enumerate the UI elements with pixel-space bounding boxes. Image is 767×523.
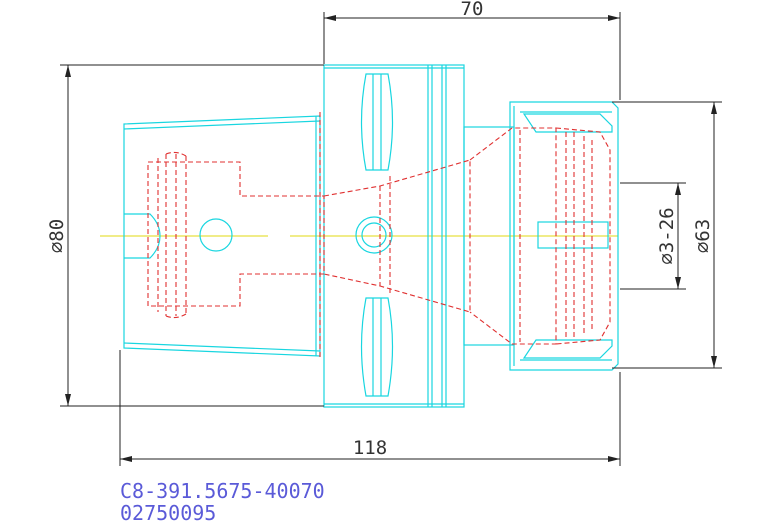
- dimension-lines: [60, 12, 722, 466]
- hidden-lines: [147, 112, 611, 360]
- tool-outline: [123, 64, 619, 408]
- dim-label-80: ⌀80: [46, 219, 68, 253]
- dim-label-118: 118: [353, 437, 387, 459]
- dim-label-70: 70: [461, 0, 484, 20]
- item-number: 02750095: [120, 501, 216, 523]
- center-hole-outer: [355, 216, 393, 254]
- collet-bore: [537, 221, 609, 249]
- upper-groove: [360, 73, 394, 171]
- center-hole-inner: [361, 222, 387, 248]
- dimension-arrows: [65, 15, 717, 462]
- dim-label-63: ⌀63: [692, 219, 714, 253]
- drive-slot: [124, 213, 161, 259]
- part-code: C8-391.5675-40070: [120, 479, 325, 503]
- shank-hole: [199, 218, 233, 252]
- lower-groove: [360, 297, 394, 397]
- dim-label-3-26: ⌀3-26: [656, 207, 678, 264]
